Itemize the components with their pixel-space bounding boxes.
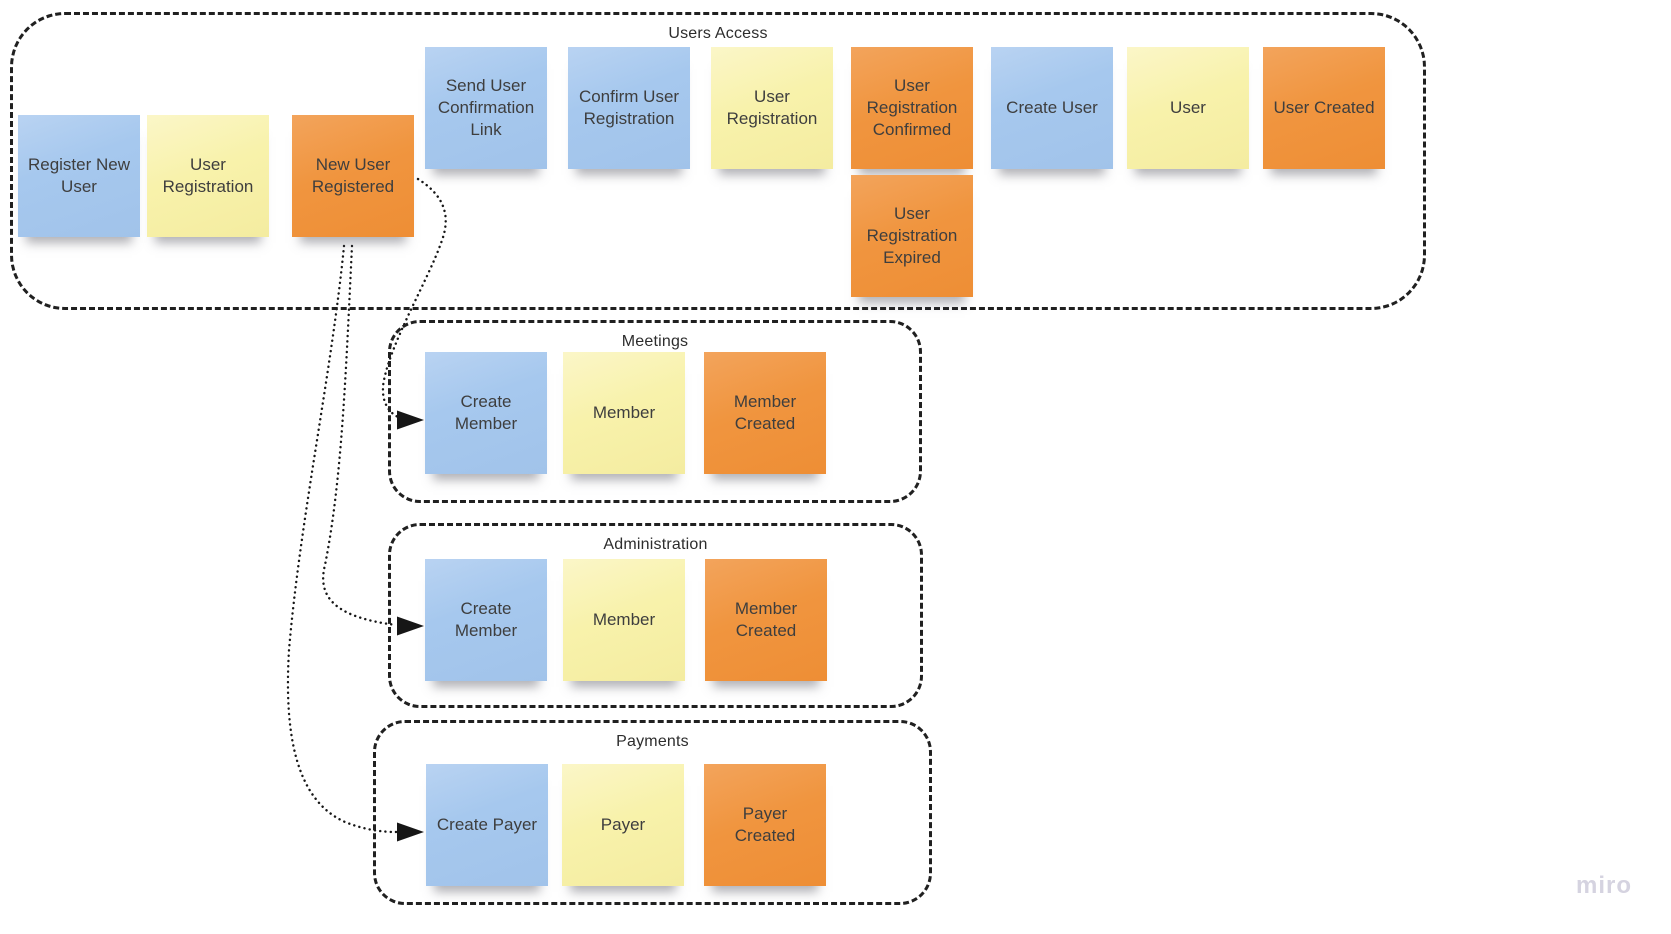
sticky-note-user-created[interactable]: User Created <box>1263 47 1385 169</box>
group-title-administration: Administration <box>603 536 708 553</box>
sticky-note-send-user-confirmation-link[interactable]: Send User Confirmation Link <box>425 47 547 169</box>
group-frame-administration[interactable] <box>388 523 923 708</box>
sticky-note-payer-created[interactable]: Payer Created <box>704 764 826 886</box>
sticky-note-register-new-user[interactable]: Register New User <box>18 115 140 237</box>
sticky-note-label: Member <box>592 610 656 630</box>
sticky-note-user-registration[interactable]: User Registration <box>711 47 833 169</box>
sticky-note-label: Register New User <box>27 155 131 196</box>
sticky-note-new-user-registered[interactable]: New User Registered <box>292 115 414 237</box>
sticky-note-member[interactable]: Member <box>563 352 685 474</box>
group-title-meetings: Meetings <box>621 333 689 350</box>
group-frame-users-access[interactable] <box>10 12 1426 310</box>
sticky-note-label: User Registration Expired <box>866 204 958 267</box>
sticky-note-label: Create Member <box>454 392 518 433</box>
sticky-note-label: Member Created <box>733 392 797 433</box>
sticky-note-user-registration-confirmed[interactable]: User Registration Confirmed <box>851 47 973 169</box>
sticky-note-label: User Created <box>1273 98 1375 118</box>
sticky-note-label: User <box>1170 98 1206 118</box>
sticky-note-label: Send User Confirmation Link <box>437 76 535 139</box>
sticky-note-label: Create Member <box>454 599 518 640</box>
sticky-note-member-created[interactable]: Member Created <box>705 559 827 681</box>
group-frame-payments[interactable] <box>373 720 932 905</box>
sticky-note-label: New User Registered <box>311 155 395 196</box>
sticky-note-label: User Registration <box>726 87 818 128</box>
group-title-users-access: Users Access <box>668 25 768 42</box>
sticky-note-member-created[interactable]: Member Created <box>704 352 826 474</box>
sticky-note-create-payer[interactable]: Create Payer <box>426 764 548 886</box>
sticky-note-member[interactable]: Member <box>563 559 685 681</box>
sticky-note-confirm-user-registration[interactable]: Confirm User Registration <box>568 47 690 169</box>
miro-logo: miro <box>1575 872 1632 899</box>
sticky-note-payer[interactable]: Payer <box>562 764 684 886</box>
sticky-note-label: User Registration <box>162 155 254 196</box>
sticky-note-label: Payer Created <box>734 804 796 845</box>
sticky-note-label: Create User <box>1006 98 1098 118</box>
sticky-note-label: Confirm User Registration <box>578 87 680 128</box>
sticky-note-label: Member Created <box>734 599 798 640</box>
sticky-note-label: User Registration Confirmed <box>866 76 958 139</box>
sticky-note-label: Create Payer <box>436 815 538 835</box>
sticky-note-create-member[interactable]: Create Member <box>425 352 547 474</box>
sticky-note-user-registration-expired[interactable]: User Registration Expired <box>851 175 973 297</box>
sticky-note-label: Member <box>592 403 656 423</box>
sticky-note-user[interactable]: User <box>1127 47 1249 169</box>
group-frame-meetings[interactable] <box>388 320 922 503</box>
sticky-note-create-member[interactable]: Create Member <box>425 559 547 681</box>
sticky-note-label: Payer <box>600 815 646 835</box>
group-title-payments: Payments <box>616 733 689 750</box>
sticky-note-create-user[interactable]: Create User <box>991 47 1113 169</box>
sticky-note-user-registration[interactable]: User Registration <box>147 115 269 237</box>
